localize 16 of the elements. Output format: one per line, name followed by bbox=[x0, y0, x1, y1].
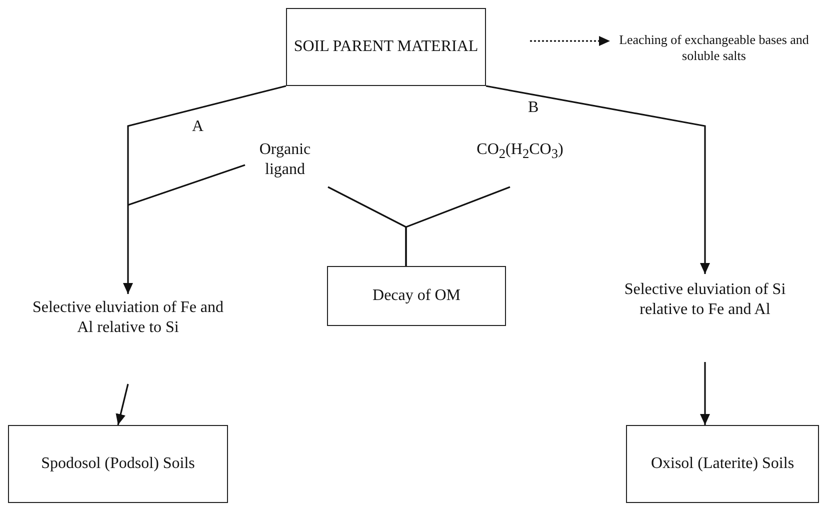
process-box: SOIL PARENT MATERIAL bbox=[286, 8, 486, 86]
arrow bbox=[123, 85, 286, 294]
note-label: Leaching of exchangeable bases and soluble salts bbox=[618, 32, 810, 64]
connector-line bbox=[128, 164, 246, 206]
result-box: Spodosol (Podsol) Soils bbox=[8, 425, 228, 503]
input-label: CO$_{2}$(H$_{2}$CO$_{3}$) bbox=[476, 140, 564, 163]
process-box: Decay of OM bbox=[327, 266, 506, 326]
arrow bbox=[486, 85, 710, 274]
arrow bbox=[700, 362, 710, 425]
arrow bbox=[116, 384, 129, 426]
input-label: Organic ligand bbox=[258, 140, 312, 180]
process-label: Selective eluviation of Fe and Al relative to Si bbox=[31, 298, 225, 338]
connector-line bbox=[405, 186, 510, 266]
process-label: Selective eluviation of Si relative to Fe and Al bbox=[623, 280, 787, 320]
arrow bbox=[530, 36, 610, 46]
result-box: Oxisol (Laterite) Soils bbox=[626, 425, 819, 503]
